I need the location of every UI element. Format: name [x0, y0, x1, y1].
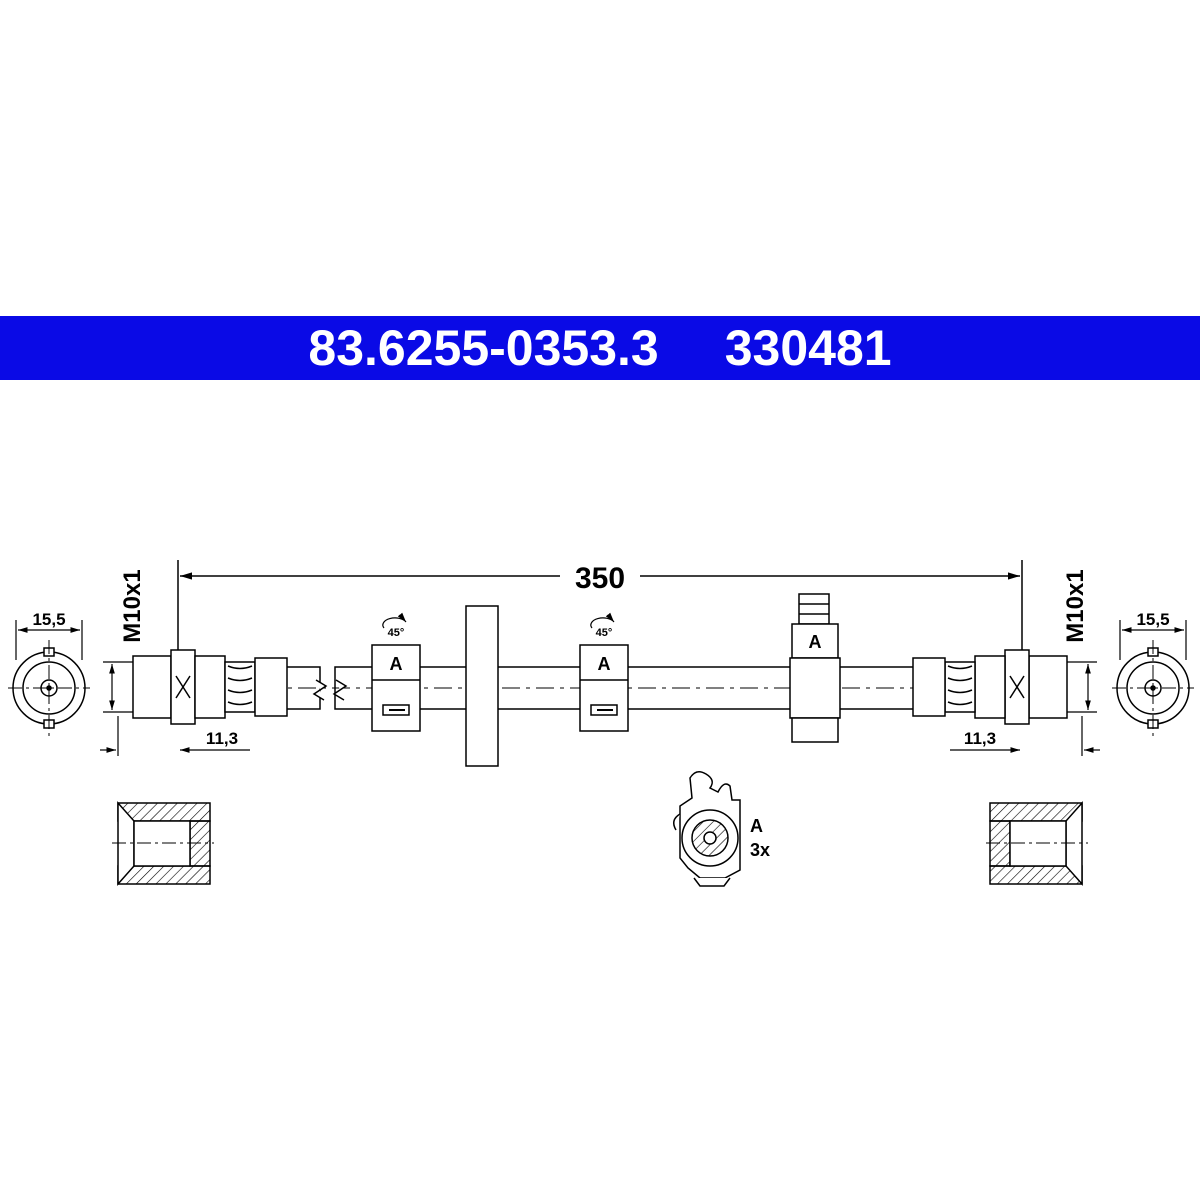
clip-1	[371, 644, 421, 732]
right-fitting	[912, 649, 1068, 725]
reference-number: 330481	[724, 320, 892, 376]
header-banner: 83.6255-0353.3 330481	[0, 316, 1200, 380]
rotation-2-label: 45°	[596, 627, 613, 639]
left-fitting	[132, 649, 288, 725]
rotation-1-label: 45°	[388, 627, 405, 639]
clip-detail	[673, 771, 741, 887]
right-thread-dimension	[1067, 661, 1097, 713]
bracket-plate	[465, 605, 499, 767]
right-offset-label: 11,3	[964, 729, 996, 748]
right-thread-label: M10x1	[1062, 569, 1089, 642]
clip-3	[789, 593, 841, 743]
clip-detail-quantity: 3x	[750, 840, 770, 860]
rotation-1-icon	[382, 612, 407, 629]
right-flare-section	[986, 801, 1088, 886]
left-flare-section	[112, 801, 214, 886]
clip-2	[579, 644, 629, 732]
left-thread-dimension	[103, 661, 133, 713]
right-offset-dimension	[950, 716, 1100, 756]
overall-length-label: 350	[575, 562, 625, 595]
left-thread-label: M10x1	[119, 569, 146, 642]
left-hex-width-label: 15,5	[32, 610, 65, 629]
left-end-view	[8, 620, 90, 736]
clip-1-label: A	[390, 654, 403, 674]
right-end-view	[1112, 620, 1194, 736]
clip-2-label: A	[598, 654, 611, 674]
left-offset-dimension	[100, 716, 250, 756]
rotation-2-icon	[590, 612, 615, 629]
right-hex-width-label: 15,5	[1136, 610, 1169, 629]
left-offset-label: 11,3	[206, 729, 238, 748]
break-symbol	[312, 679, 348, 701]
part-number: 83.6255-0353.3	[308, 320, 659, 376]
clip-3-label: A	[809, 632, 822, 652]
clip-detail-label: A	[750, 816, 763, 836]
overall-length-dimension	[177, 560, 1023, 650]
